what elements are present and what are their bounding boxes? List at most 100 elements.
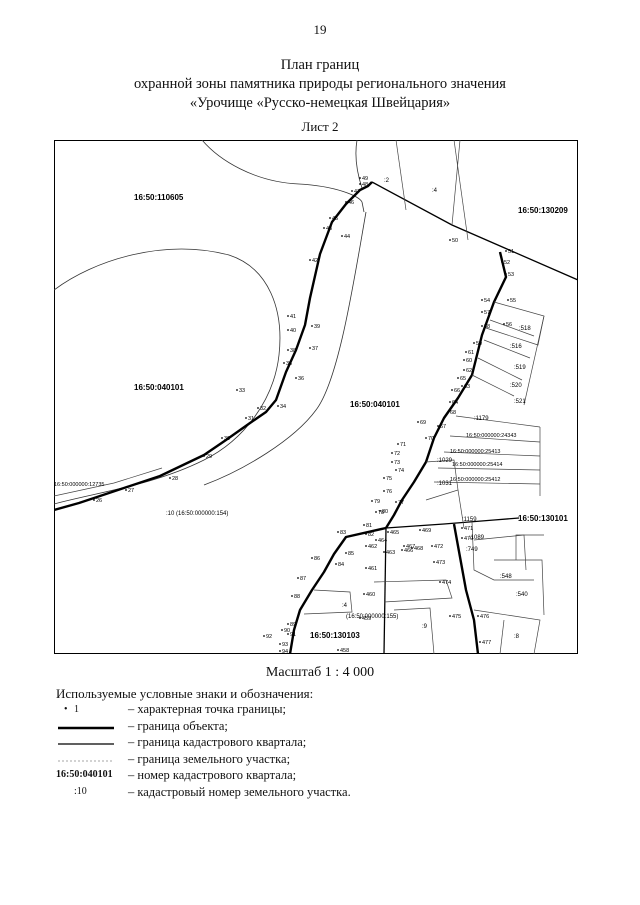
- sheet-label: Лист 2: [301, 119, 339, 134]
- boundary-point-label: 76: [386, 489, 392, 495]
- boundary-point-marker: [503, 323, 505, 325]
- legend-text-quarter-boundary: – граница кадастрового квартала;: [128, 735, 307, 749]
- parcel-number-label: :2: [384, 178, 390, 184]
- boundary-point-label: 29: [206, 454, 212, 460]
- boundary-point-marker: [481, 325, 483, 327]
- boundary-point-marker: [419, 529, 421, 531]
- boundary-point-marker: [463, 359, 465, 361]
- boundary-point-marker: [337, 531, 339, 533]
- quarter-number-label: 16:50:130209: [518, 206, 568, 215]
- quarter-number-label: 16:50:040101: [350, 400, 400, 409]
- boundary-point-label: 26: [96, 498, 102, 504]
- parcel-number-label: :518: [519, 326, 531, 332]
- boundary-point-marker: [359, 183, 361, 185]
- parcel-number-label: 16:50:000000:25414: [452, 462, 502, 468]
- boundary-point-label: 40: [290, 328, 296, 334]
- boundary-point-label: 87: [300, 576, 306, 582]
- boundary-point-label: 477: [482, 640, 491, 646]
- legend: •1 – характерная точка границы; – границ…: [54, 702, 414, 801]
- boundary-point-marker: [481, 311, 483, 313]
- boundary-point-label: 470: [464, 536, 473, 542]
- boundary-point-marker: [125, 489, 127, 491]
- boundary-point-label: 45: [332, 216, 338, 222]
- boundary-point-marker: [461, 527, 463, 529]
- boundary-point-marker: [297, 577, 299, 579]
- boundary-point-label: 93: [282, 642, 288, 648]
- boundary-point-label: 65: [460, 376, 466, 382]
- legend-text-parcel-boundary: – граница земельного участка;: [128, 751, 291, 766]
- boundary-point-marker: [277, 405, 279, 407]
- boundary-point-label: 72: [394, 451, 400, 457]
- boundary-point-marker: [329, 217, 331, 219]
- boundary-point-label: 43: [326, 226, 332, 232]
- boundary-point-label: 32: [260, 406, 266, 412]
- boundary-point-label: 464: [378, 538, 387, 544]
- quarter-boundary-line-icon: [58, 743, 114, 745]
- boundary-point-marker: [309, 347, 311, 349]
- boundary-point-marker: [281, 629, 283, 631]
- page-number: 19: [313, 22, 327, 37]
- legend-text-object-boundary: – граница объекта;: [128, 718, 228, 733]
- boundary-point-label: 85: [348, 551, 354, 557]
- boundary-point-marker: [473, 342, 475, 344]
- boundary-point-label: 35: [286, 361, 292, 367]
- boundary-point-label: 70: [428, 436, 434, 442]
- boundary-point-marker: [401, 549, 403, 551]
- boundary-point-marker: [287, 315, 289, 317]
- boundary-point-marker: [461, 537, 463, 539]
- parcel-number-label: :1089: [469, 535, 485, 541]
- parcel-number-label: :1179: [474, 416, 489, 422]
- boundary-point-label: 475: [452, 614, 461, 620]
- quarter-number-label: 16:50:110605: [134, 193, 184, 202]
- parcel-boundaries: [54, 140, 545, 654]
- parcel-number-label: :519: [514, 365, 526, 371]
- legend-item-quarter-boundary: – граница кадастрового квартала;: [54, 735, 414, 752]
- boundary-point-label: 50: [452, 238, 458, 244]
- quarter-number-label: 16:50:040101: [134, 383, 184, 392]
- boundary-point-label: 94: [282, 649, 288, 654]
- boundary-point-marker: [287, 623, 289, 625]
- boundary-point-label: 463: [386, 550, 395, 556]
- boundary-point-label: 461: [368, 566, 377, 572]
- boundary-point-label: 27: [128, 488, 134, 494]
- boundary-point-label: 78: [378, 510, 384, 516]
- boundary-point-label: 57: [484, 310, 490, 316]
- legend-symbol-quarter-number: 16:50:040101: [56, 769, 113, 780]
- boundary-point-label: 53: [508, 272, 514, 278]
- boundary-point-label: 467: [406, 544, 415, 550]
- boundary-point-label: 466: [404, 548, 413, 554]
- object-boundary-line-icon: [58, 726, 114, 729]
- boundary-point-marker: [363, 524, 365, 526]
- boundary-point-label: 92: [266, 634, 272, 640]
- boundary-point-label: 71: [400, 442, 406, 448]
- boundary-point-marker: [387, 531, 389, 533]
- boundary-point-label: 465: [390, 530, 399, 536]
- boundary-point-marker: [391, 452, 393, 454]
- object-boundary: [54, 181, 508, 654]
- boundary-point-label: 31: [248, 416, 254, 422]
- boundary-point-marker: [345, 201, 347, 203]
- boundary-point-marker: [365, 533, 367, 535]
- boundary-point-marker: [93, 499, 95, 501]
- boundary-point-marker: [431, 545, 433, 547]
- parcel-number-label: (16:50:000000:155): [346, 614, 398, 620]
- point-symbol-icon: •: [64, 704, 68, 715]
- parcel-number-label: :540: [516, 592, 528, 598]
- boundary-point-marker: [437, 425, 439, 427]
- boundary-point-marker: [449, 401, 451, 403]
- boundary-point-marker: [505, 250, 507, 252]
- boundary-point-marker: [383, 477, 385, 479]
- boundary-point-marker: [287, 633, 289, 635]
- boundary-point-marker: [371, 500, 373, 502]
- boundary-point-label: 462: [368, 544, 377, 550]
- boundary-map: 16:50:110605 16:50:130209 16:50:040101 16:5…: [54, 140, 578, 654]
- boundary-point-marker: [505, 273, 507, 275]
- boundary-point-label: 33: [239, 388, 245, 394]
- boundary-point-label: 41: [290, 314, 296, 320]
- legend-item-point: •1 – характерная точка границы;: [54, 702, 414, 719]
- parcel-number-label: :1029: [437, 458, 453, 464]
- boundary-point-marker: [203, 455, 205, 457]
- parcel-number-label: :749: [466, 547, 478, 553]
- boundary-point-label: 61: [468, 350, 474, 356]
- boundary-point-label: 28: [172, 476, 178, 482]
